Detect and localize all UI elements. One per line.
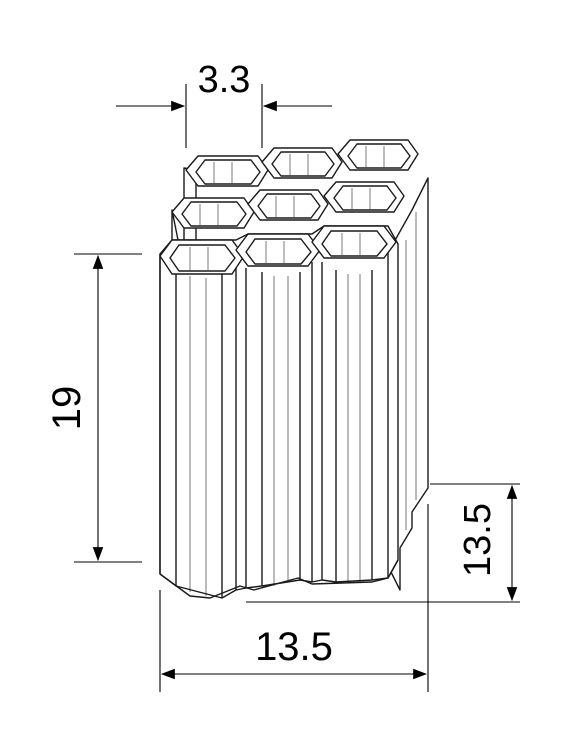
cell-back-1 [185,155,269,187]
top-face [159,139,419,275]
cell-back-3 [337,139,419,171]
dim-label-height: 19 [45,386,89,431]
dimension-lines [74,84,520,692]
front-silhouette [159,225,399,599]
dim-label-top-width: 3.3 [198,59,251,101]
front-columns [159,212,417,599]
dim-label-depth: 13.5 [457,503,499,577]
cell-front-3 [311,225,397,259]
cell-front-1 [159,239,245,275]
cell-front-2 [235,233,321,267]
cell-mid-3 [323,181,405,213]
dim-label-width: 13.5 [255,625,333,669]
cell-mid-1 [171,197,255,229]
cell-mid-2 [247,189,329,221]
cell-back-2 [261,147,343,179]
